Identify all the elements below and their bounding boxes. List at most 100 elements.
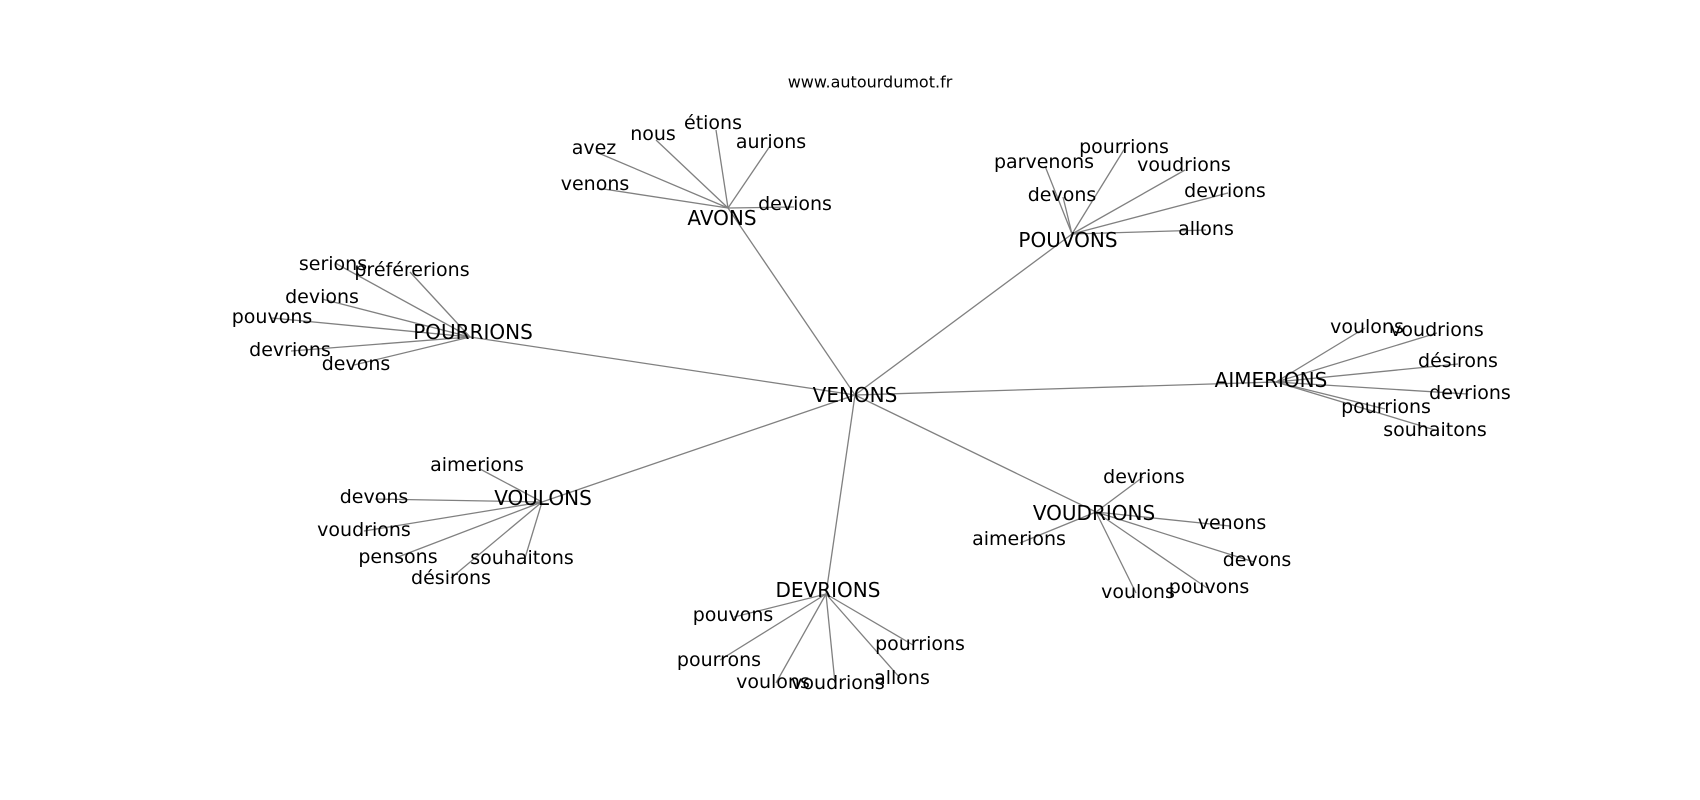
edge-hub-to-leaf — [1071, 169, 1186, 235]
edge-hub-to-leaf — [1095, 511, 1208, 589]
leaf-node-label[interactable]: devrions — [1184, 180, 1266, 202]
edge-hub-to-leaf — [290, 336, 471, 352]
leaf-node-label[interactable]: voudrions — [317, 519, 411, 541]
edge-hub-to-leaf — [334, 262, 471, 338]
center-node-label[interactable]: VENONS — [813, 383, 898, 407]
edge-hub-to-leaf — [825, 593, 836, 684]
edge-hub-to-leaf — [1275, 363, 1459, 383]
leaf-node-label[interactable]: aimerions — [972, 528, 1066, 550]
edge-hub-to-leaf — [715, 129, 729, 209]
leaf-node-label[interactable]: voudrions — [1137, 154, 1231, 176]
edge-hub-to-leaf — [1044, 165, 1073, 235]
edge-hub-to-leaf — [1095, 511, 1137, 594]
edge-hub-to-leaf — [719, 593, 827, 661]
edge-hub-to-leaf — [1275, 381, 1469, 395]
leaf-node-label[interactable]: désirons — [411, 567, 491, 589]
edge-hub-to-leaf — [1275, 332, 1438, 383]
leaf-node-label[interactable]: souhaitons — [470, 547, 574, 569]
leaf-node-label[interactable]: souhaitons — [1383, 419, 1487, 441]
edge-hub-to-leaf — [655, 139, 729, 209]
leaf-node-label[interactable]: aimerions — [430, 454, 524, 476]
edge-hub-to-leaf — [1095, 511, 1231, 527]
leaf-node-label[interactable]: devons — [1028, 184, 1097, 206]
edge-hub-to-leaf — [1071, 147, 1126, 235]
leaf-node-label[interactable]: devrions — [1429, 382, 1511, 404]
leaf-node-label[interactable]: étions — [684, 112, 742, 134]
leaf-node-label[interactable]: devrions — [1103, 466, 1185, 488]
leaf-node-label[interactable]: voudrions — [1390, 319, 1484, 341]
edge-hub-to-leaf — [727, 145, 771, 209]
edge-hub-to-leaf — [363, 501, 543, 532]
leaf-node-label[interactable]: avez — [572, 137, 617, 159]
edge-hub-to-leaf — [397, 501, 543, 558]
edge-hub-to-leaf — [524, 501, 543, 559]
edge-hub-to-leaf — [1019, 511, 1097, 544]
leaf-node-label[interactable]: parvenons — [994, 151, 1094, 173]
hub-node-label[interactable]: POUVONS — [1018, 228, 1117, 252]
leaf-node-label[interactable]: nous — [630, 123, 676, 145]
edge-hub-to-leaf — [596, 187, 729, 209]
leaf-node-label[interactable]: pourrions — [875, 633, 965, 655]
leaf-node-label[interactable]: pouvons — [232, 306, 313, 328]
edge-hub-to-leaf — [1275, 381, 1436, 431]
leaf-node-label[interactable]: venons — [561, 173, 630, 195]
leaf-node-label[interactable]: préférerions — [354, 259, 469, 281]
hub-node-label[interactable]: POURRIONS — [413, 320, 533, 344]
leaf-node-label[interactable]: devons — [340, 486, 409, 508]
edge-center-to-hub — [854, 394, 1097, 513]
leaf-node-label[interactable]: devions — [758, 193, 832, 215]
leaf-node-label[interactable]: voulons — [736, 671, 810, 693]
leaf-node-label[interactable]: pourrions — [1341, 396, 1431, 418]
leaf-node-label[interactable]: pensons — [358, 546, 437, 568]
leaf-node-label[interactable]: voudrions — [791, 672, 885, 694]
hub-node-label[interactable]: AIMERIONS — [1215, 368, 1328, 392]
edge-hub-to-leaf — [1071, 192, 1229, 235]
edge-hub-to-leaf — [733, 593, 827, 618]
leaf-node-label[interactable]: allons — [874, 667, 930, 689]
leaf-node-label[interactable]: devrions — [249, 339, 331, 361]
leaf-node-label[interactable]: voulons — [1330, 316, 1404, 338]
edge-center-to-hub — [541, 394, 856, 503]
edge-hub-to-leaf — [775, 593, 827, 684]
edge-center-to-hub — [825, 394, 856, 595]
edges-layer — [271, 129, 1469, 684]
hub-node-label[interactable]: DEVRIONS — [776, 578, 881, 602]
edge-hub-to-leaf — [353, 336, 471, 366]
edge-hub-to-leaf — [409, 271, 471, 338]
leaf-node-label[interactable]: désirons — [1418, 350, 1498, 372]
leaf-node-label[interactable]: serions — [299, 253, 367, 275]
edge-center-to-hub — [854, 381, 1277, 396]
leaf-node-label[interactable]: venons — [1198, 512, 1267, 534]
edge-hub-to-leaf — [1275, 327, 1366, 383]
leaf-node-label[interactable]: devions — [285, 286, 359, 308]
leaf-node-label[interactable]: voulons — [1101, 581, 1175, 603]
edge-center-to-hub — [854, 233, 1073, 396]
edge-hub-to-leaf — [374, 498, 543, 503]
leaf-node-label[interactable]: pouvons — [693, 604, 774, 626]
edge-hub-to-leaf — [727, 206, 795, 209]
leaf-node-label[interactable]: allons — [1178, 218, 1234, 240]
leaf-node-label[interactable]: aurions — [736, 131, 806, 153]
edge-hub-to-leaf — [479, 468, 543, 503]
edge-center-to-hub — [727, 207, 856, 396]
edge-hub-to-leaf — [825, 593, 914, 646]
hub-node-label[interactable]: VOULONS — [494, 486, 592, 510]
leaf-node-label[interactable]: devons — [1223, 549, 1292, 571]
leaf-node-label[interactable]: devons — [322, 353, 391, 375]
edge-hub-to-leaf — [595, 151, 729, 209]
edge-hub-to-leaf — [450, 501, 543, 579]
edge-hub-to-leaf — [1062, 196, 1073, 235]
leaf-node-label[interactable]: pouvons — [1169, 576, 1250, 598]
leaf-node-label[interactable]: pourrions — [1079, 136, 1169, 158]
hub-node-label[interactable]: AVONS — [687, 206, 756, 230]
edge-hub-to-leaf — [825, 593, 901, 679]
hub-node-label[interactable]: VOUDRIONS — [1033, 501, 1155, 525]
edge-hub-to-leaf — [1095, 511, 1255, 563]
edge-center-to-hub — [469, 336, 856, 396]
edge-hub-to-leaf — [1071, 229, 1207, 235]
leaf-node-label[interactable]: pourrons — [677, 649, 761, 671]
edge-hub-to-leaf — [1275, 381, 1386, 410]
edge-hub-to-leaf — [321, 298, 471, 338]
